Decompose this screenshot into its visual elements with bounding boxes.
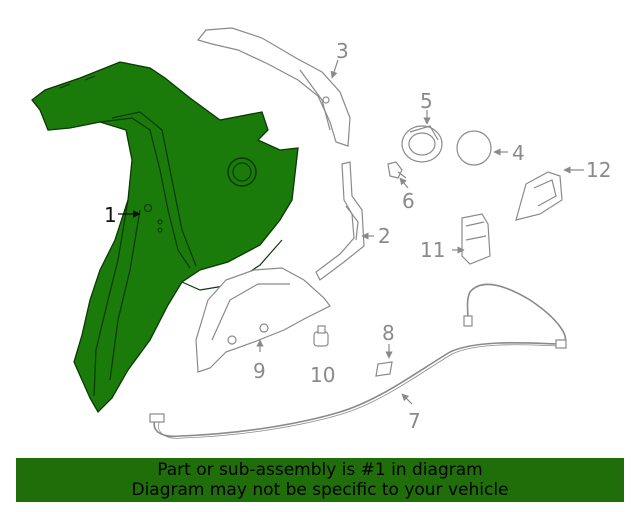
notice-line-disclaimer: Diagram may not be specific to your vehi… bbox=[131, 480, 509, 500]
wheelhouse-liner-part-9[interactable] bbox=[195, 267, 331, 373]
callout-11: 11 bbox=[420, 238, 445, 262]
callout-4: 4 bbox=[512, 141, 525, 165]
callout-5: 5 bbox=[420, 89, 433, 113]
clip-part-6[interactable] bbox=[387, 161, 407, 179]
callout-3: 3 bbox=[336, 39, 349, 63]
parts-exploded-diagram: 1 3 2 5 4 bbox=[31, 27, 611, 439]
callout-6-leader bbox=[399, 177, 409, 189]
notice-line-part-number: Part or sub-assembly is #1 in diagram bbox=[157, 460, 483, 480]
notice-banner: Part or sub-assembly is #1 in diagram Di… bbox=[16, 458, 624, 502]
callout-7-leader bbox=[401, 393, 413, 405]
callout-3-leader bbox=[330, 59, 339, 79]
fuel-door-part-4[interactable] bbox=[456, 130, 492, 166]
callout-6: 6 bbox=[402, 189, 415, 213]
bracket-part-2[interactable] bbox=[315, 161, 365, 281]
fuel-door-housing-part-5[interactable] bbox=[401, 125, 443, 163]
callout-7: 7 bbox=[408, 409, 421, 433]
tab-part-8[interactable] bbox=[375, 361, 393, 377]
callout-9: 9 bbox=[253, 359, 266, 383]
callout-12: 12 bbox=[586, 158, 611, 182]
actuator-bracket-part-12[interactable] bbox=[515, 171, 563, 221]
release-cable-part-7[interactable] bbox=[149, 283, 567, 439]
quarter-panel-part-1[interactable] bbox=[31, 61, 299, 414]
nut-part-10[interactable] bbox=[313, 325, 329, 347]
callout-10: 10 bbox=[310, 363, 335, 387]
upper-rail-part-3[interactable] bbox=[196, 27, 351, 147]
callout-2: 2 bbox=[378, 224, 391, 248]
lock-actuator-part-11[interactable] bbox=[461, 213, 491, 265]
callout-1: 1 bbox=[104, 203, 117, 227]
callout-8: 8 bbox=[382, 321, 395, 345]
